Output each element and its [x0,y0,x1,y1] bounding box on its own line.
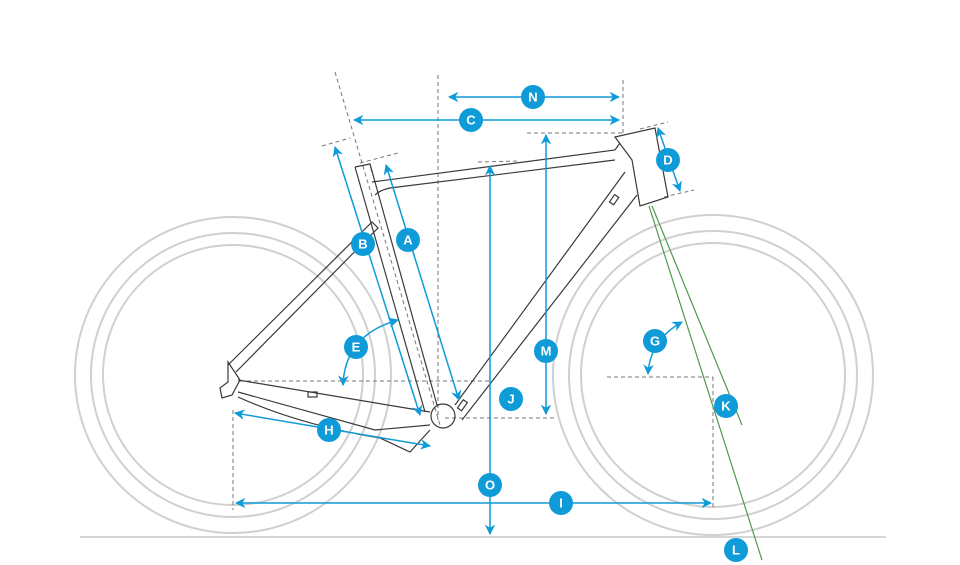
dimension-label-H: H [317,418,341,442]
dimension-label-E: E [344,335,368,359]
top-tube [371,142,621,196]
rear-dropout [219,360,241,399]
svg-text:J: J [507,392,514,407]
dimension-label-J: J [499,387,523,411]
dimension-label-C: C [459,108,483,132]
dimension-label-L: L [724,538,748,562]
svg-text:A: A [403,233,413,248]
head-tube [613,127,669,207]
svg-text:E: E [352,340,361,355]
dimension-label-M: M [534,339,558,363]
guide-lines [232,71,714,510]
svg-text:H: H [324,423,333,438]
svg-text:I: I [559,496,563,511]
dimension-label-B: B [351,232,375,256]
front-wheel [552,214,874,536]
svg-text:O: O [485,478,495,493]
svg-text:D: D [663,153,672,168]
svg-text:K: K [721,399,731,414]
svg-text:M: M [541,344,552,359]
dimension-label-G: G [643,329,667,353]
svg-text:C: C [466,113,476,128]
dimension-arrows [233,91,713,536]
dimension-label-I: I [549,491,573,515]
dimension-label-A: A [396,228,420,252]
svg-text:G: G [650,334,660,349]
svg-text:N: N [528,90,537,105]
svg-text:B: B [358,237,367,252]
dimension-label-D: D [656,148,680,172]
bottom-bracket [430,403,456,429]
svg-text:L: L [732,543,740,558]
fork-axis-lines [648,205,763,561]
bike-frame [219,127,669,453]
dimension-label-N: N [521,85,545,109]
dimension-label-O: O [478,473,502,497]
dimension-label-K: K [714,394,738,418]
